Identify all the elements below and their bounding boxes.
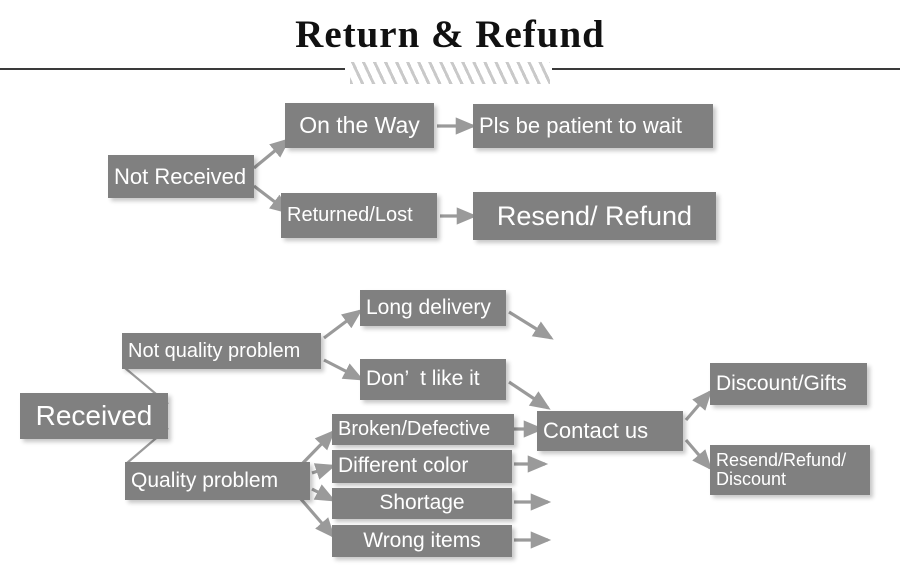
node-returned-lost[interactable]: Returned/Lost [281, 193, 437, 238]
node-quality-problem[interactable]: Quality problem [125, 462, 310, 500]
node-resend-refund-discount[interactable]: Resend/Refund/ Discount [710, 445, 870, 495]
hatch-divider-icon [350, 62, 550, 84]
edge-dont-like-it-to-contact-us [508, 380, 551, 410]
edge-contact-us-to-resend-refund-discount [684, 438, 713, 471]
edge-quality-to-wrong-items [298, 496, 336, 539]
node-shortage[interactable]: Shortage [332, 488, 512, 519]
edge-contact-us-to-discount-gifts [684, 389, 713, 422]
edge-quality-to-broken-defective [298, 429, 336, 468]
edge-not-quality-to-dont-like-it [323, 358, 364, 381]
node-different-color[interactable]: Different color [332, 450, 512, 483]
node-long-delivery[interactable]: Long delivery [360, 290, 506, 326]
node-broken-defective[interactable]: Broken/Defective [332, 414, 514, 445]
node-resend-refund[interactable]: Resend/ Refund [473, 192, 716, 240]
node-contact-us[interactable]: Contact us [537, 411, 683, 451]
decorative-divider [0, 62, 900, 88]
page-title: Return & Refund [295, 13, 605, 56]
node-dont-like-it[interactable]: Don’ t like it [360, 359, 506, 400]
node-not-received[interactable]: Not Received [108, 155, 254, 198]
node-wrong-items[interactable]: Wrong items [332, 525, 512, 557]
node-pls-be-patient-to-wait[interactable]: Pls be patient to wait [473, 104, 713, 148]
edge-quality-to-shortage [311, 484, 336, 502]
edge-not-received-to-on-the-way [252, 137, 291, 170]
node-on-the-way[interactable]: On the Way [285, 103, 434, 148]
divider-rule-right [552, 68, 900, 70]
node-discount-gifts[interactable]: Discount/Gifts [710, 363, 867, 405]
divider-rule-left [0, 68, 345, 70]
edge-long-delivery-to-contact-us [508, 310, 554, 340]
edge-not-quality-to-long-delivery [323, 309, 363, 340]
node-not-quality-problem[interactable]: Not quality problem [122, 333, 321, 369]
edge-quality-to-different-color [311, 463, 337, 480]
node-received[interactable]: Received [20, 393, 168, 439]
